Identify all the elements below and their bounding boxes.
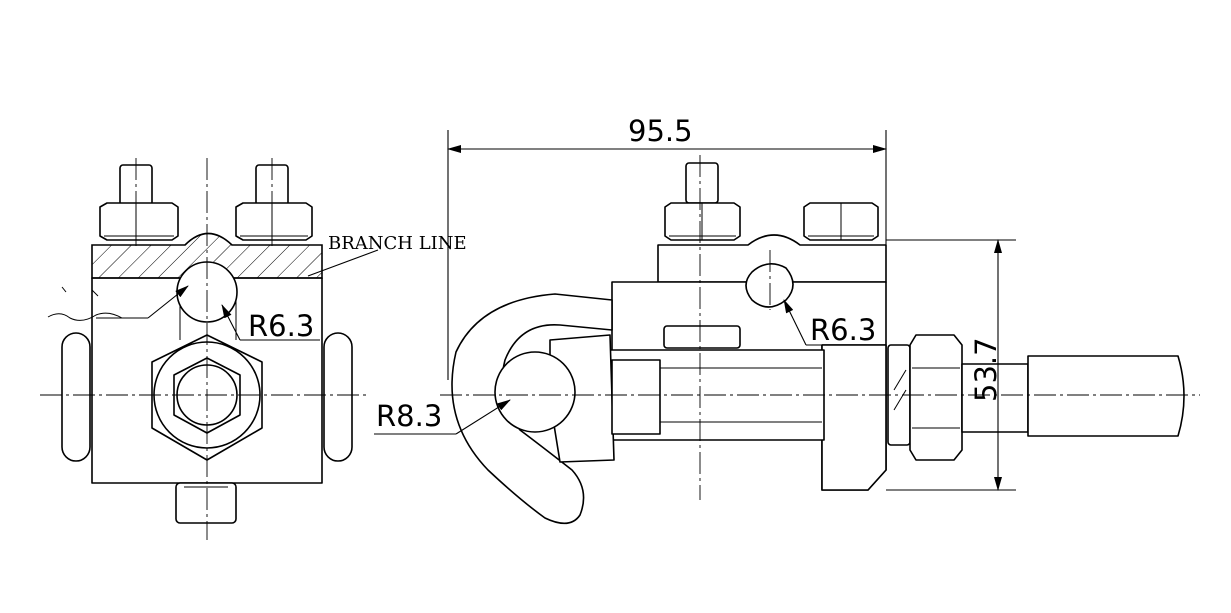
radius-label-side: R6.3 (248, 309, 314, 343)
branch-line-leader (307, 249, 379, 277)
side-view: BRANCH LINE R6.3 (40, 158, 467, 540)
radius-label-front: R6.3 (810, 313, 876, 347)
branch-line-plate (91, 232, 323, 279)
radius-label-hook: R8.3 (376, 399, 442, 433)
bolt-left (99, 164, 179, 241)
bolt-front-right (803, 202, 879, 241)
dimension-height: 53.7 (969, 337, 1003, 402)
dimension-width: 95.5 (628, 114, 693, 148)
run-conductor-hole (745, 263, 794, 308)
branch-wire-sketch (47, 312, 123, 321)
front-view: 95.5 53.7 R6.3 R8.3 (374, 114, 1200, 525)
branch-line-label: BRANCH LINE (328, 233, 467, 254)
bottom-stub (175, 482, 237, 524)
front-upper-body (657, 234, 887, 283)
side-lug-left (61, 332, 91, 462)
bolt-front-left (664, 162, 741, 241)
hook-conductor-hole (494, 351, 576, 433)
bolt-head-end (1027, 355, 1185, 437)
bolt-right (235, 164, 313, 241)
lock-nut (909, 334, 963, 461)
side-lug-right (323, 332, 353, 462)
